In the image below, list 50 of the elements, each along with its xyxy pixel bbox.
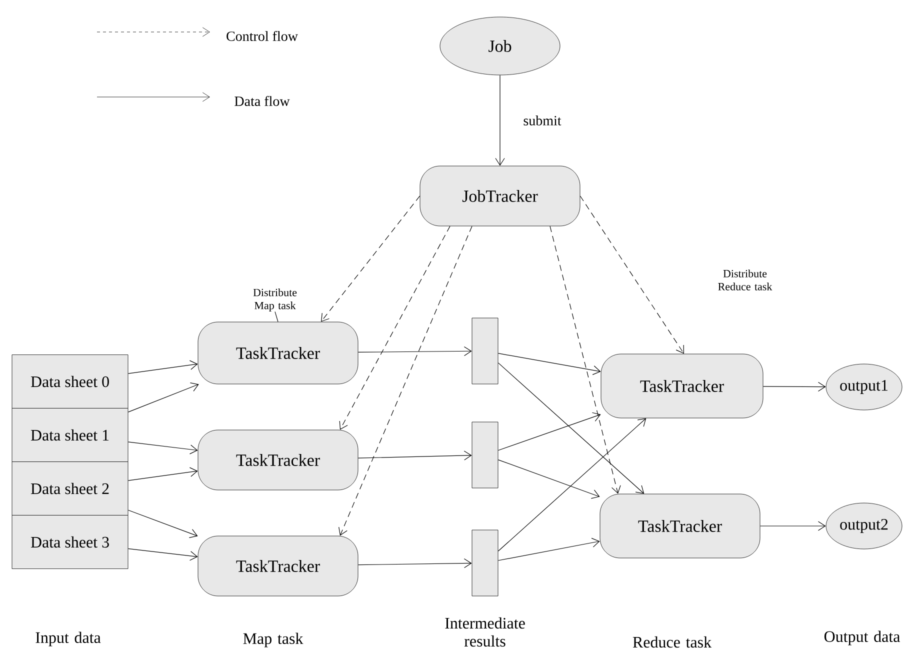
column-label: Intermediate results xyxy=(445,617,525,647)
arrow xyxy=(128,442,198,454)
arrow xyxy=(128,510,198,538)
legend-text: Data flow xyxy=(234,96,290,106)
arrow xyxy=(495,74,505,166)
arrow xyxy=(498,362,644,494)
column-label: Input data xyxy=(36,632,101,646)
arrow xyxy=(760,521,826,531)
arrow xyxy=(498,353,601,375)
column-label: Map task xyxy=(243,632,304,648)
ellipse-node: output2 xyxy=(826,502,902,550)
process-box: JobTracker xyxy=(420,166,580,226)
ellipse-node: output1 xyxy=(826,364,902,410)
arrow xyxy=(580,196,684,354)
process-box: TaskTracker xyxy=(198,430,358,490)
data-block xyxy=(472,530,498,596)
annotation-text: Distribute Reduce task xyxy=(718,270,772,290)
arrow xyxy=(762,382,826,392)
edge-label: submit xyxy=(524,116,562,126)
table-cell: Data sheet 3 xyxy=(12,515,128,569)
ellipse-node: Job xyxy=(440,16,560,76)
process-box: TaskTracker xyxy=(198,536,358,596)
legend-text: Control flow xyxy=(226,31,298,41)
process-box: TaskTracker xyxy=(600,494,760,558)
process-box: TaskTracker xyxy=(600,354,764,418)
arrow xyxy=(358,346,472,356)
arrow xyxy=(128,467,198,481)
arrow xyxy=(358,450,472,460)
arrow xyxy=(498,412,601,451)
process-box: TaskTracker xyxy=(198,322,358,384)
leader-line xyxy=(274,311,278,322)
annotation-text: Distribute Map task xyxy=(253,288,297,312)
data-block xyxy=(472,422,498,488)
arrow xyxy=(358,558,472,568)
data-block xyxy=(472,318,498,384)
table-cell: Data sheet 0 xyxy=(12,354,128,408)
arrow xyxy=(321,196,420,322)
table-cell: Data sheet 1 xyxy=(12,408,128,462)
column-label: Output data xyxy=(824,630,900,646)
arrow xyxy=(128,382,199,412)
arrow xyxy=(498,418,646,552)
arrow xyxy=(128,548,198,561)
column-label: Reduce task xyxy=(632,636,712,648)
arrow xyxy=(128,360,198,374)
arrow xyxy=(498,460,600,499)
table-cell: Data sheet 2 xyxy=(12,462,128,516)
arrow xyxy=(338,226,472,536)
arrow xyxy=(498,538,600,561)
arrow xyxy=(550,226,621,494)
arrow xyxy=(339,226,450,430)
